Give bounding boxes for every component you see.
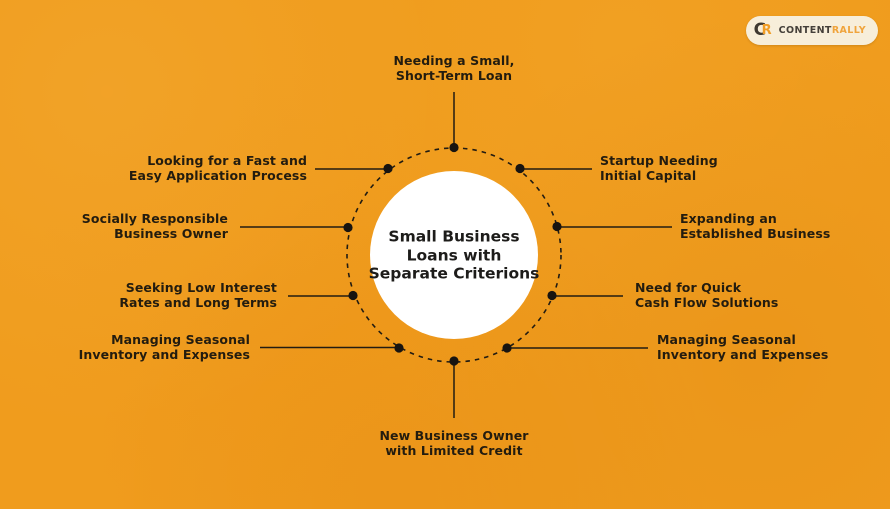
contentrally-logo: C R CONTENTRALLY bbox=[745, 16, 878, 45]
spoke-label-right-lower: Need for Quick Cash Flow Solutions bbox=[635, 280, 779, 310]
connector-dot-bottom-right bbox=[502, 343, 512, 353]
hub-title: Small Business Loans with Separate Crite… bbox=[368, 227, 540, 283]
spoke-label-bottom: New Business Owner with Limited Credit bbox=[379, 428, 529, 458]
connector-dot-left-lower bbox=[348, 290, 358, 301]
wordmark-rally: RALLY bbox=[831, 25, 866, 36]
connector-dot-left bbox=[343, 222, 353, 233]
connector-dot-bottom-left bbox=[394, 343, 404, 353]
spoke-label-top-right: Startup Needing Initial Capital bbox=[600, 153, 718, 183]
contentrally-wordmark: CONTENTRALLY bbox=[779, 25, 866, 36]
spoke-label-top-left: Looking for a Fast and Easy Application … bbox=[128, 153, 307, 183]
connector-dot-bottom bbox=[449, 356, 459, 366]
connector-dots bbox=[343, 142, 562, 366]
connector-dot-right bbox=[552, 221, 562, 232]
contentrally-monogram-icon: C R bbox=[753, 19, 774, 41]
connector-lines bbox=[240, 92, 672, 418]
wordmark-content: CONTENT bbox=[778, 25, 832, 36]
spoke-label-left: Socially Responsible Business Owner bbox=[81, 211, 228, 241]
spoke-label-left-lower: Seeking Low Interest Rates and Long Term… bbox=[119, 280, 277, 310]
spoke-label-bottom-right: Managing Seasonal Inventory and Expenses bbox=[657, 332, 829, 362]
spoke-label-bottom-left: Managing Seasonal Inventory and Expenses bbox=[78, 332, 250, 362]
hub-circle bbox=[370, 171, 538, 339]
monogram-letter-r: R bbox=[761, 22, 772, 38]
connector-dot-top-left bbox=[383, 163, 393, 174]
monogram-letter-c: C bbox=[753, 19, 767, 40]
connector-dot-top bbox=[449, 142, 459, 153]
spoke-label-top: Needing a Small, Short-Term Loan bbox=[393, 53, 515, 83]
spoke-label-right: Expanding an Established Business bbox=[680, 211, 831, 241]
connector-dot-top-right bbox=[515, 163, 525, 174]
connector-dot-right-lower bbox=[547, 290, 557, 301]
